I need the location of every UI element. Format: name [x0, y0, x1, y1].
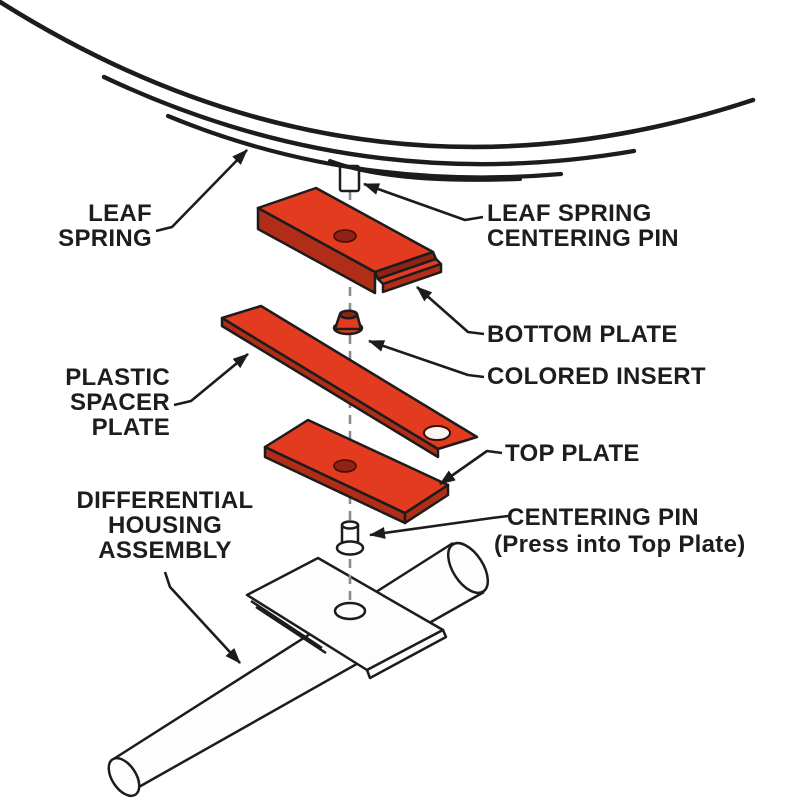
leaf-spring-centering-pin-arrow: [363, 182, 484, 222]
leader-arrows: [155, 149, 509, 664]
plastic-spacer-plate-arrow: [173, 352, 249, 407]
colored-insert-arrow: [368, 339, 485, 379]
top-plate-shape: [263, 418, 450, 525]
bottom-plate-shape: [256, 186, 443, 295]
label-line: COLORED INSERT: [487, 363, 706, 390]
label-line: (Press into Top Plate): [494, 531, 746, 558]
label-line: DIFFERENTIAL: [76, 487, 254, 514]
bottom-plate-hole: [333, 229, 357, 243]
label-line: PLATE: [91, 414, 170, 441]
spacer-plate-hole: [423, 425, 451, 441]
label-line: TOP PLATE: [505, 440, 640, 467]
top-plate-arrow: [439, 449, 503, 486]
label-plastic-spacer-plate: PLASTIC SPACER PLATE: [65, 365, 170, 440]
label-line: CENTERING PIN: [507, 504, 699, 531]
top-plate-hole: [333, 459, 357, 473]
leaf-spring-arrow: [155, 149, 248, 233]
label-top-plate: TOP PLATE: [505, 441, 640, 466]
label-line: BOTTOM PLATE: [487, 321, 678, 348]
label-leaf-spring: LEAF SPRING: [58, 201, 152, 251]
differential-housing-assembly-arrow: [163, 571, 241, 664]
centering-pin-arrow: [369, 514, 509, 539]
label-line: LEAF: [88, 200, 152, 227]
label-differential-housing-assembly: DIFFERENTIAL HOUSING ASSEMBLY: [65, 488, 265, 563]
colored-insert-shape: [332, 309, 364, 336]
perch-plate-hole: [333, 601, 367, 621]
centering-pin-shape: [335, 520, 365, 556]
axle-tube-left-end: [107, 756, 141, 798]
label-line: HOUSING: [107, 512, 223, 539]
label-line: ASSEMBLY: [98, 537, 232, 564]
bottom-plate-arrow: [416, 286, 485, 336]
label-line: PLASTIC: [65, 364, 170, 391]
label-colored-insert: COLORED INSERT: [487, 364, 706, 389]
label-line: SPACER: [69, 389, 170, 416]
label-line: CENTERING PIN: [487, 225, 679, 252]
label-line: LEAF SPRING: [487, 200, 652, 227]
axle-tube-right-end: [446, 541, 490, 595]
plastic-spacer-plate-shape: [220, 304, 479, 459]
label-leaf-spring-centering-pin: LEAF SPRING CENTERING PIN: [487, 201, 679, 251]
label-centering-pin: CENTERING PIN (Press into Top Plate): [494, 504, 746, 558]
leaf-spring-shape: [0, 0, 756, 182]
label-bottom-plate: BOTTOM PLATE: [487, 322, 678, 347]
label-line: SPRING: [58, 225, 152, 252]
differential-housing-assembly-shape: [107, 541, 490, 798]
